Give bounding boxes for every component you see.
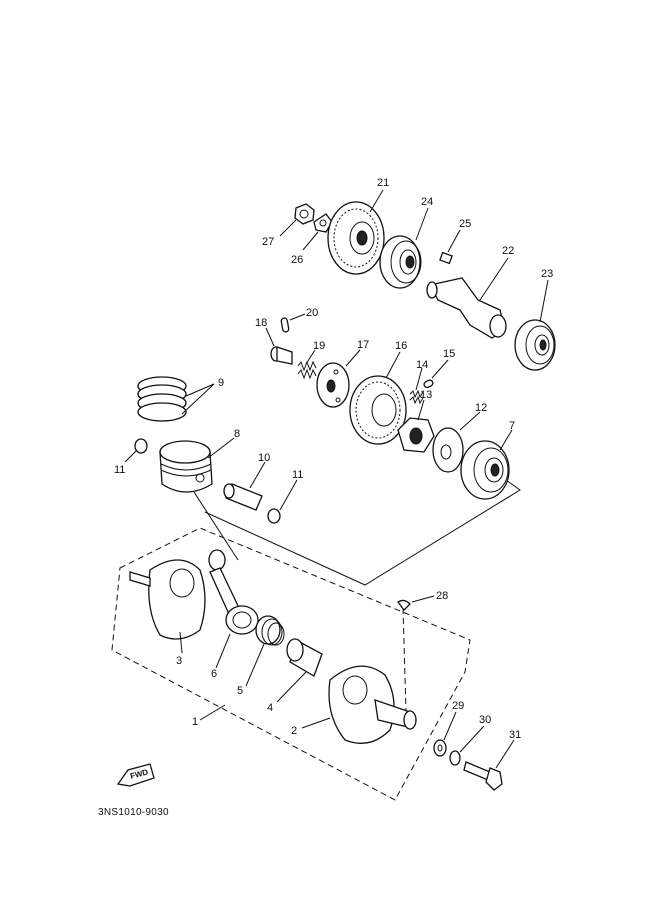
callout-25: 25 xyxy=(459,218,471,230)
callout-29: 29 xyxy=(452,700,464,712)
part-14-spring xyxy=(409,389,424,405)
part-12-plate xyxy=(432,427,464,473)
part-11-circlip-right xyxy=(267,508,281,524)
callout-20: 20 xyxy=(306,307,318,319)
leader-lines xyxy=(124,189,549,769)
part-4-crank-pin xyxy=(286,638,323,677)
diagram-code: 3NS1010-9030 xyxy=(98,807,169,818)
part-19-spring xyxy=(297,360,317,380)
part-2-crank-wheel xyxy=(328,665,417,744)
callout-11-left: 11 xyxy=(114,464,125,476)
callout-13: 13 xyxy=(420,389,432,401)
callout-3: 3 xyxy=(176,655,182,667)
part-31-bolt xyxy=(463,761,503,791)
callout-10: 10 xyxy=(258,452,270,464)
part-10-piston-pin xyxy=(223,483,263,511)
part-27-nut xyxy=(294,203,315,225)
callout-24: 24 xyxy=(421,196,433,208)
callout-7: 7 xyxy=(509,420,515,432)
callout-28: 28 xyxy=(436,590,448,602)
part-23-bearing xyxy=(514,319,556,371)
callout-labels: 27 26 21 24 25 22 23 20 18 19 17 16 15 1… xyxy=(114,177,553,741)
callout-21: 21 xyxy=(377,177,389,189)
callout-12: 12 xyxy=(475,402,487,414)
part-24-bearing xyxy=(379,235,422,289)
callout-26: 26 xyxy=(291,254,303,266)
callout-1: 1 xyxy=(192,716,198,728)
part-13-hub xyxy=(397,417,435,453)
callout-22: 22 xyxy=(502,245,514,257)
part-6-connecting-rod xyxy=(208,549,259,635)
callout-2: 2 xyxy=(291,725,297,737)
guide-lines xyxy=(193,479,521,713)
callout-6: 6 xyxy=(211,668,217,680)
part-20-pin xyxy=(280,317,290,333)
part-9-piston-rings xyxy=(137,376,187,422)
part-7-bearing xyxy=(460,440,510,500)
part-25-woodruff-key xyxy=(439,251,453,265)
part-21-primary-gear xyxy=(327,201,385,275)
forward-arrow-icon: FWD xyxy=(116,763,155,787)
part-29-washer xyxy=(433,739,447,757)
part-18-bolt xyxy=(270,346,293,365)
part-11-circlip-left xyxy=(134,438,148,454)
part-22-balancer-shaft xyxy=(426,277,507,339)
part-28-woodruff-key xyxy=(397,599,411,611)
callout-17: 17 xyxy=(357,339,369,351)
part-3-crank-wheel xyxy=(129,559,206,640)
callout-16: 16 xyxy=(395,340,407,352)
callout-31: 31 xyxy=(509,729,521,741)
callout-23: 23 xyxy=(541,268,553,280)
callout-27: 27 xyxy=(262,236,274,248)
callout-8: 8 xyxy=(234,428,240,440)
part-17-plate xyxy=(316,362,350,408)
callout-14: 14 xyxy=(416,359,428,371)
callout-5: 5 xyxy=(237,685,243,697)
part-15-pin xyxy=(423,379,434,389)
callout-18: 18 xyxy=(255,317,267,329)
part-30-washer xyxy=(449,750,461,766)
part-8-piston xyxy=(159,440,213,493)
callout-11-right: 11 xyxy=(292,469,303,481)
callout-9: 9 xyxy=(218,377,224,389)
callout-30: 30 xyxy=(479,714,491,726)
crankshaft-assembly-boundary xyxy=(111,527,471,801)
callout-15: 15 xyxy=(443,348,455,360)
callout-4: 4 xyxy=(267,702,273,714)
callout-19: 19 xyxy=(313,340,325,352)
part-5-needle-bearing xyxy=(255,615,285,646)
part-16-drive-gear xyxy=(349,375,407,445)
